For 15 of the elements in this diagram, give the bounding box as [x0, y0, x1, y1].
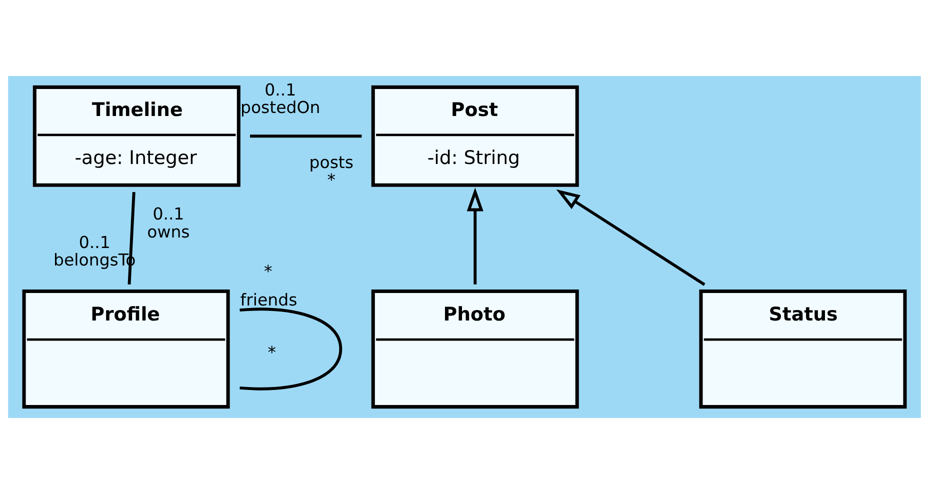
arrow	[466, 188, 484, 284]
label: posts	[309, 152, 354, 172]
arrow	[556, 189, 706, 286]
label: *	[327, 170, 336, 190]
label: owns	[147, 222, 190, 242]
label: 0..1	[264, 80, 296, 100]
label: postedOn	[240, 98, 320, 118]
label: 0..1	[152, 204, 184, 224]
edge-label: friends	[240, 290, 298, 310]
connector	[250, 134, 362, 138]
connector	[128, 192, 136, 284]
label: 0..1	[78, 232, 110, 252]
label: *	[264, 262, 272, 281]
connector	[240, 308, 342, 390]
label: *	[268, 342, 276, 362]
